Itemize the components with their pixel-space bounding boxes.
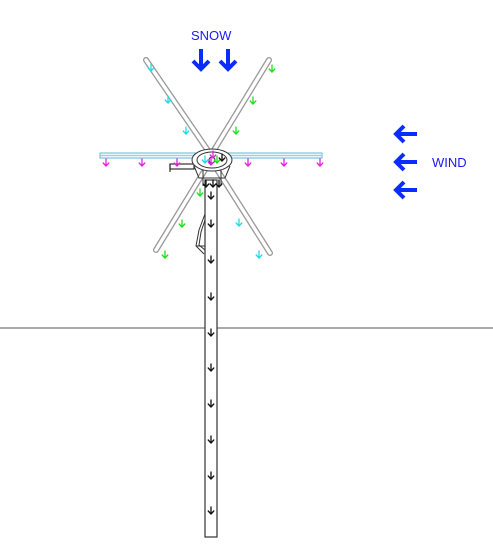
side-bracket <box>195 213 206 255</box>
nacelle-gravity-arrows <box>202 179 223 188</box>
snow-load-label: SNOW <box>191 28 232 43</box>
tower <box>204 179 218 538</box>
wind-load-arrows <box>394 124 419 200</box>
wind-load-label: WIND <box>432 155 467 170</box>
rotor-blades <box>143 57 273 256</box>
hub-side-arm <box>169 163 195 172</box>
snow-load-arrows <box>191 47 238 71</box>
